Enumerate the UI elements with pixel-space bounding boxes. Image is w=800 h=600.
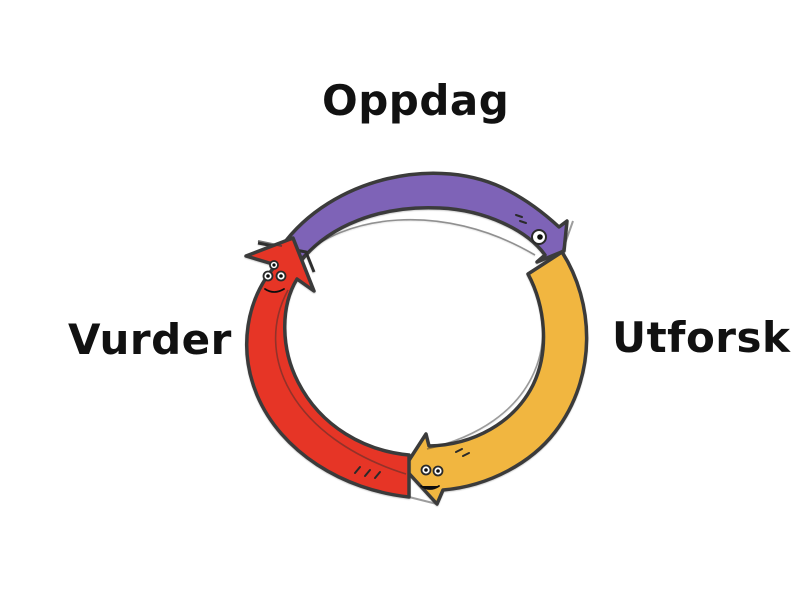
label-vurder: Vurder bbox=[68, 315, 232, 364]
label-utforsk: Utforsk bbox=[612, 313, 791, 362]
arrow-vurder bbox=[244, 236, 411, 499]
arrow-oppdag bbox=[257, 171, 569, 273]
arrow-utforsk bbox=[402, 250, 589, 506]
yellow-face-icon bbox=[420, 448, 470, 490]
purple-face-icon bbox=[515, 214, 547, 245]
label-oppdag: Oppdag bbox=[322, 76, 510, 125]
red-face-icon bbox=[262, 260, 381, 479]
